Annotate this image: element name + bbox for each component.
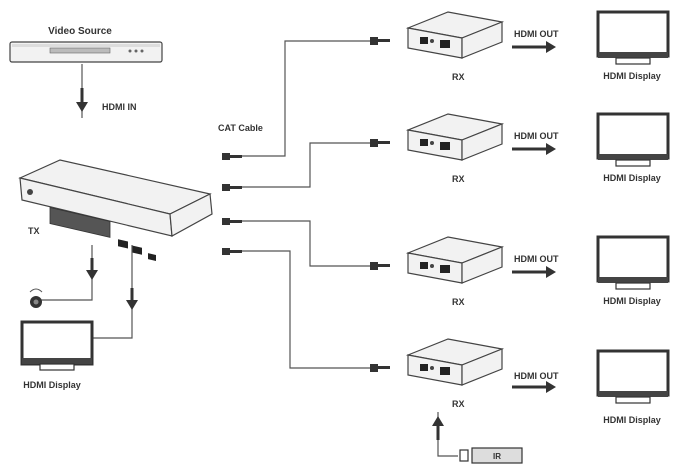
cat-cable-label: CAT Cable — [218, 123, 263, 133]
down-arrow-icon — [76, 88, 88, 112]
local-display-label: HDMI Display — [23, 380, 81, 390]
rx-receiver-device — [405, 11, 505, 59]
rj45-connector-icon — [222, 248, 242, 255]
up-arrow-icon — [432, 416, 444, 440]
hdmi-display — [596, 10, 670, 65]
rx-receiver-device — [405, 113, 505, 161]
hdmi-out-label: HDMI OUT — [514, 371, 559, 381]
ir-sensor-icon — [29, 288, 43, 308]
down-arrow-icon — [86, 258, 98, 280]
ir-label: IR — [493, 452, 501, 461]
rj45-connector-icon — [222, 218, 242, 225]
right-arrow-icon — [512, 41, 556, 53]
right-arrow-icon — [512, 143, 556, 155]
video-source-label: Video Source — [48, 26, 112, 37]
rx-label: RX — [452, 174, 465, 184]
ir-receiver-icon — [459, 447, 523, 464]
local-hdmi-display — [20, 320, 94, 371]
rj45-connector-icon — [370, 262, 390, 270]
rx-label: RX — [452, 297, 465, 307]
rx-receiver-device — [405, 236, 505, 284]
rx-label: RX — [452, 72, 465, 82]
receiver-row-2: RX HDMI OUT HDMI Display — [370, 112, 670, 184]
tx-label: TX — [28, 226, 40, 236]
right-arrow-icon — [512, 381, 556, 393]
hdmi-display — [596, 349, 670, 404]
hdmi-display — [596, 235, 670, 290]
rj45-connector-icon — [370, 139, 390, 147]
display-label: HDMI Display — [603, 415, 661, 425]
rj45-connector-icon — [222, 153, 242, 160]
right-arrow-icon — [512, 266, 556, 278]
hdmi-out-label: HDMI OUT — [514, 254, 559, 264]
hdmi-out-label: HDMI OUT — [514, 29, 559, 39]
hdmi-display — [596, 112, 670, 167]
hdmi-out-label: HDMI OUT — [514, 131, 559, 141]
display-label: HDMI Display — [603, 173, 661, 183]
rj45-connector-icon — [370, 364, 390, 372]
video-source-device — [9, 41, 163, 63]
rj45-connector-icon — [370, 37, 390, 45]
display-label: HDMI Display — [603, 296, 661, 306]
receiver-row-3: RX HDMI OUT HDMI Display — [370, 235, 670, 307]
display-label: HDMI Display — [603, 71, 661, 81]
down-arrow-icon — [126, 288, 138, 310]
rx-receiver-device — [405, 338, 505, 386]
hdmi-in-label: HDMI IN — [102, 102, 137, 112]
rj45-connector-icon — [222, 184, 242, 191]
receiver-row-4: RX HDMI OUT HDMI Display — [370, 338, 670, 425]
receiver-row-1: RX HDMI OUT HDMI Display — [370, 10, 670, 82]
rx-label: RX — [452, 399, 465, 409]
tx-transmitter-device — [18, 159, 213, 262]
